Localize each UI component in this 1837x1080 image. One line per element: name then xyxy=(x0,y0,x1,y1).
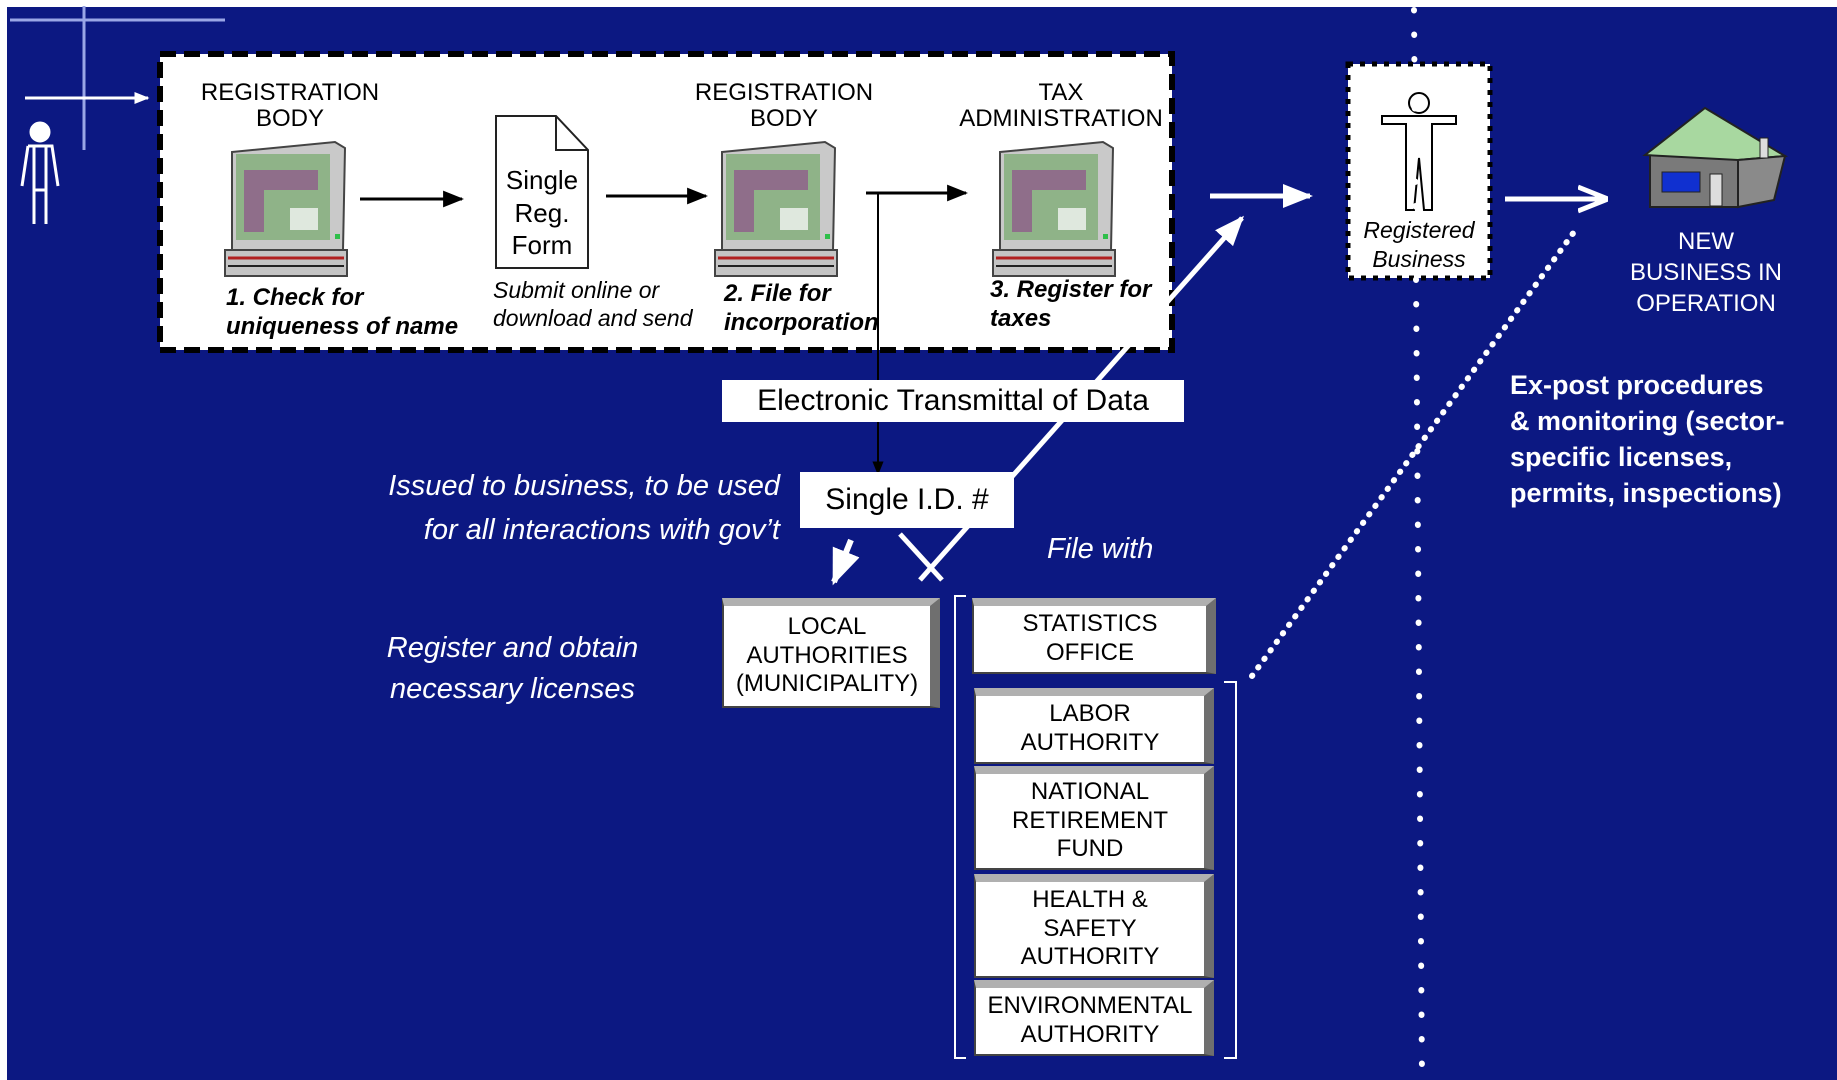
person-icon xyxy=(20,121,60,224)
electronic-transmittal-label: Electronic Transmittal of Data xyxy=(722,380,1184,422)
single-id-label: Single I.D. # xyxy=(800,472,1014,528)
registered-business-box xyxy=(1345,61,1493,281)
right-bracket xyxy=(1224,681,1237,1059)
computer-icon xyxy=(714,140,838,277)
corner-glint xyxy=(10,6,225,150)
computer-icon xyxy=(992,140,1116,277)
arrow-id-to-local xyxy=(831,538,860,586)
business-person-icon xyxy=(1381,92,1457,211)
house-icon xyxy=(1642,106,1789,209)
ex-post-procedures-text: Ex-post procedures& monitoring (sector-s… xyxy=(1510,370,1785,508)
left-bracket xyxy=(954,595,966,1059)
diagonal-dotted-line xyxy=(1249,229,1577,679)
file-with-label: File with xyxy=(1047,533,1154,565)
connector-id-to-local xyxy=(898,532,944,582)
computer-icon xyxy=(224,140,348,277)
document-icon xyxy=(495,115,589,269)
